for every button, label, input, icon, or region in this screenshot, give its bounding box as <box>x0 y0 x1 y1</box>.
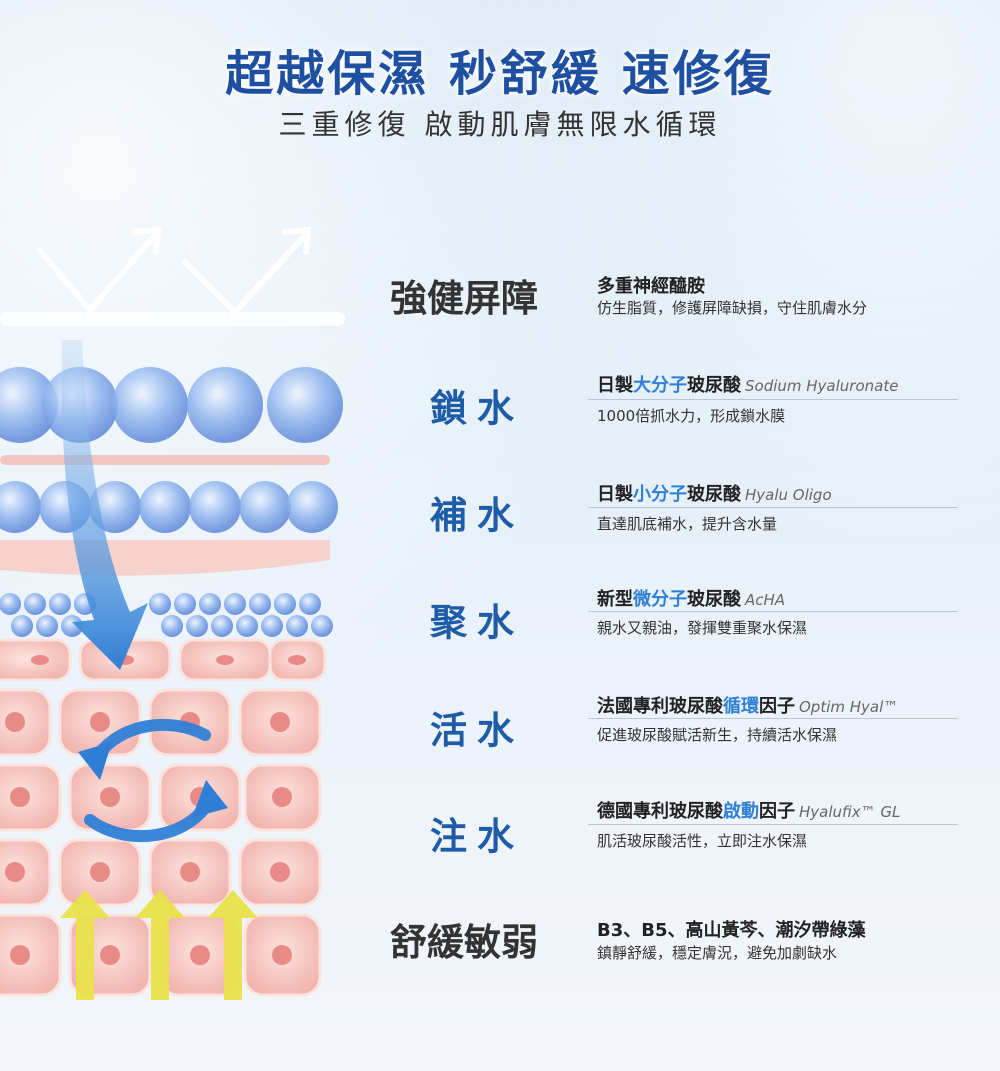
barrier-label: 強健屏障 <box>390 277 538 320</box>
divider <box>588 824 958 825</box>
barrier-up-arrows-icon <box>37 226 312 317</box>
large-molecule-bubbles <box>0 367 343 443</box>
micro-molecule-bubbles <box>0 593 333 637</box>
active-water-desc: 促進玻尿酸賦活新生，持續活水保濕 <box>597 726 838 744</box>
soothe-label: 舒緩敏弱 <box>390 921 538 964</box>
skin-layer-illustration <box>0 226 345 1000</box>
barrier-desc: 仿生脂質，修護屏障缺損，守住肌膚水分 <box>597 299 868 317</box>
barrier-title: 多重神經醯胺 <box>597 276 705 297</box>
inject-water-label: 注水 <box>430 815 524 858</box>
divider <box>588 718 958 719</box>
replenish-desc: 直達肌底補水，提升含水量 <box>597 515 778 533</box>
divider <box>588 507 958 508</box>
divider <box>588 611 958 612</box>
page-subtitle: 三重修復 啟動肌膚無限水循環 <box>278 108 722 141</box>
water-down-arrow-icon <box>61 340 148 670</box>
inject-water-desc: 肌活玻尿酸活性，立即注水保濕 <box>597 832 808 850</box>
gather-water-desc: 親水又親油，發揮雙重聚水保濕 <box>597 619 808 637</box>
yellow-up-arrows-icon <box>60 890 258 1000</box>
soothe-title: B3、B5、高山黃芩、潮汐帶綠藻 <box>597 920 866 941</box>
gather-water-label: 聚水 <box>430 601 524 644</box>
active-water-label: 活水 <box>430 709 524 752</box>
lock-water-desc: 1000倍抓水力，形成鎖水膜 <box>597 407 786 425</box>
divider <box>588 399 958 400</box>
small-molecule-bubbles <box>0 481 338 533</box>
replenish-label: 補水 <box>430 494 524 537</box>
soothe-desc: 鎮靜舒緩，穩定膚況，避免加劇缺水 <box>597 944 838 962</box>
page-title: 超越保濕 秒舒緩 速修復 <box>225 46 775 102</box>
lock-water-label: 鎖水 <box>430 387 524 430</box>
